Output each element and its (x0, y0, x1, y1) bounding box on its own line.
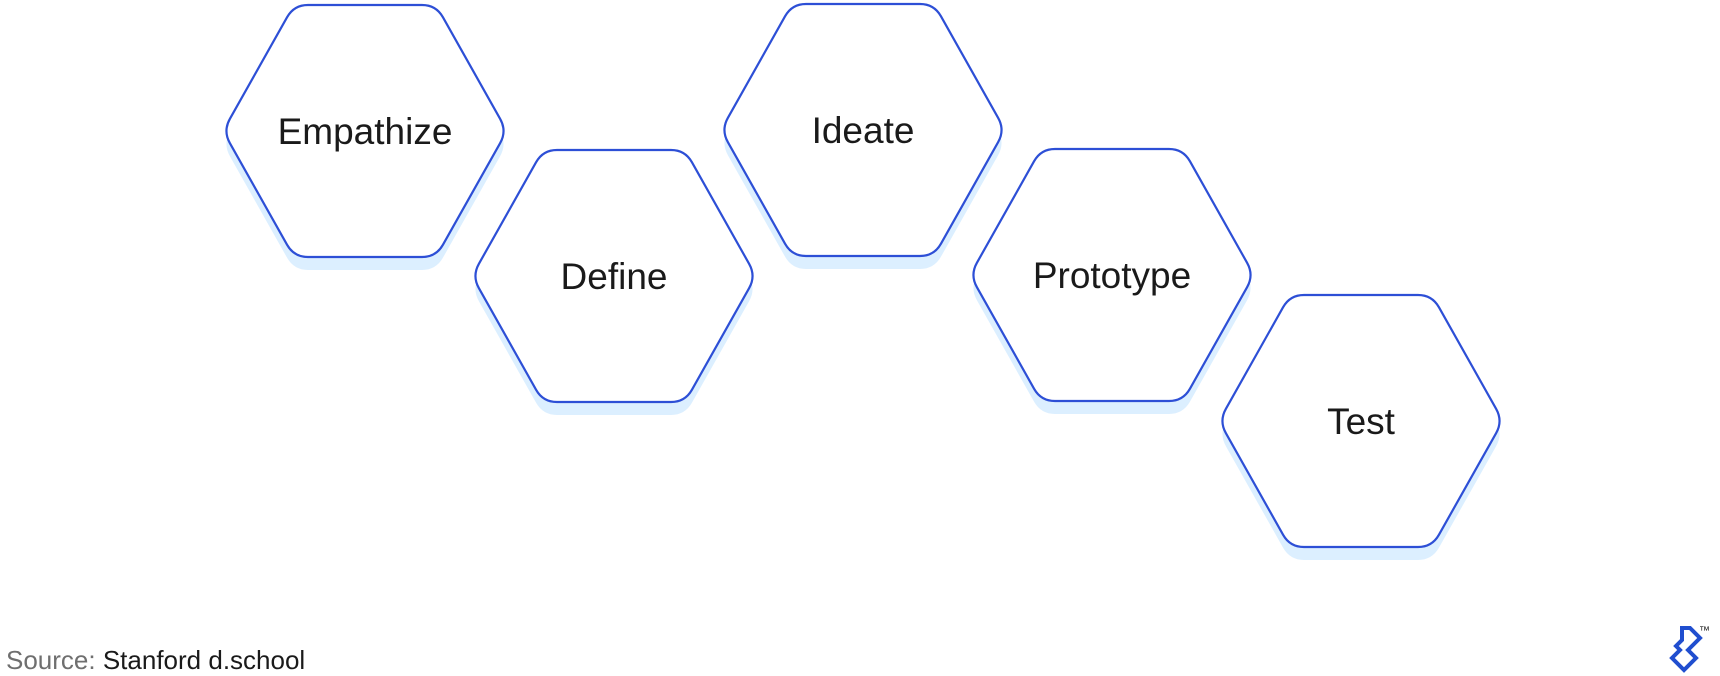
source-value: Stanford d.school (102, 645, 306, 675)
hexagon-outline (972, 147, 1252, 403)
hexagon-label-prototype: Prototype (1033, 255, 1191, 296)
hexagon-test: Test (1221, 293, 1501, 560)
hexagon-outline (1221, 293, 1501, 549)
hexagon-outline (474, 148, 754, 404)
source-label: Source: (6, 645, 96, 675)
hexagon-outline (723, 2, 1003, 258)
toptal-logo-icon: ™ (1669, 625, 1710, 673)
source-caption: Source: Stanford d.school (6, 645, 305, 675)
hexagon-prototype: Prototype (972, 147, 1252, 414)
hexagon-label-test: Test (1327, 401, 1396, 442)
hexagon-label-empathize: Empathize (278, 111, 453, 152)
hexagon-outline (225, 3, 505, 259)
hexagon-ideate: Ideate (723, 2, 1003, 269)
hexagon-label-define: Define (561, 256, 668, 297)
hexagon-label-ideate: Ideate (812, 110, 915, 151)
logo-trademark: ™ (1699, 625, 1710, 637)
logo-mark (1669, 626, 1703, 673)
hexagon-define: Define (474, 148, 754, 415)
hexagon-empathize: Empathize (225, 3, 505, 270)
